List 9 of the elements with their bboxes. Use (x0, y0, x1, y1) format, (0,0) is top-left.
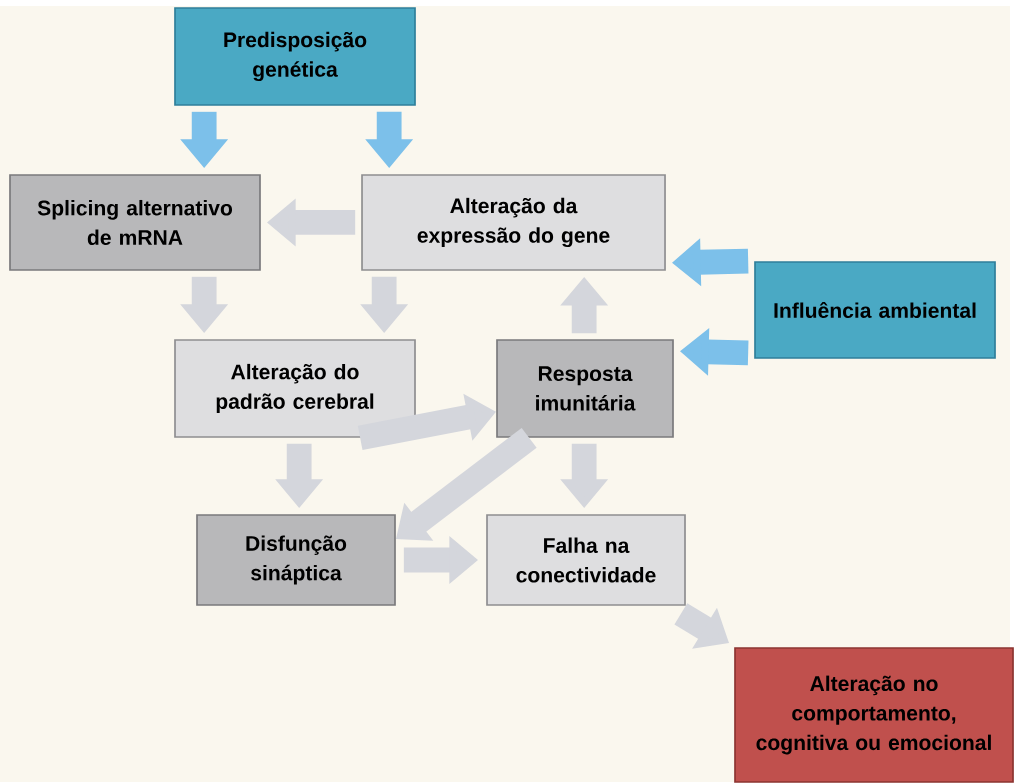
process-box: Alteração do padrão cerebral (174, 339, 416, 438)
process-box: Alteração no comportamento, cognitiva ou emocional (734, 647, 1014, 783)
process-box: Predisposição genética (174, 7, 416, 106)
process-box: Disfunção sináptica (196, 514, 396, 606)
process-box: Splicing alternativo de mRNA (9, 174, 261, 271)
process-box: Alteração da expressão do gene (361, 174, 666, 271)
process-box: Resposta imunitária (496, 339, 674, 438)
process-box: Influência ambiental (754, 261, 996, 359)
process-box: Falha na conectividade (486, 514, 686, 606)
